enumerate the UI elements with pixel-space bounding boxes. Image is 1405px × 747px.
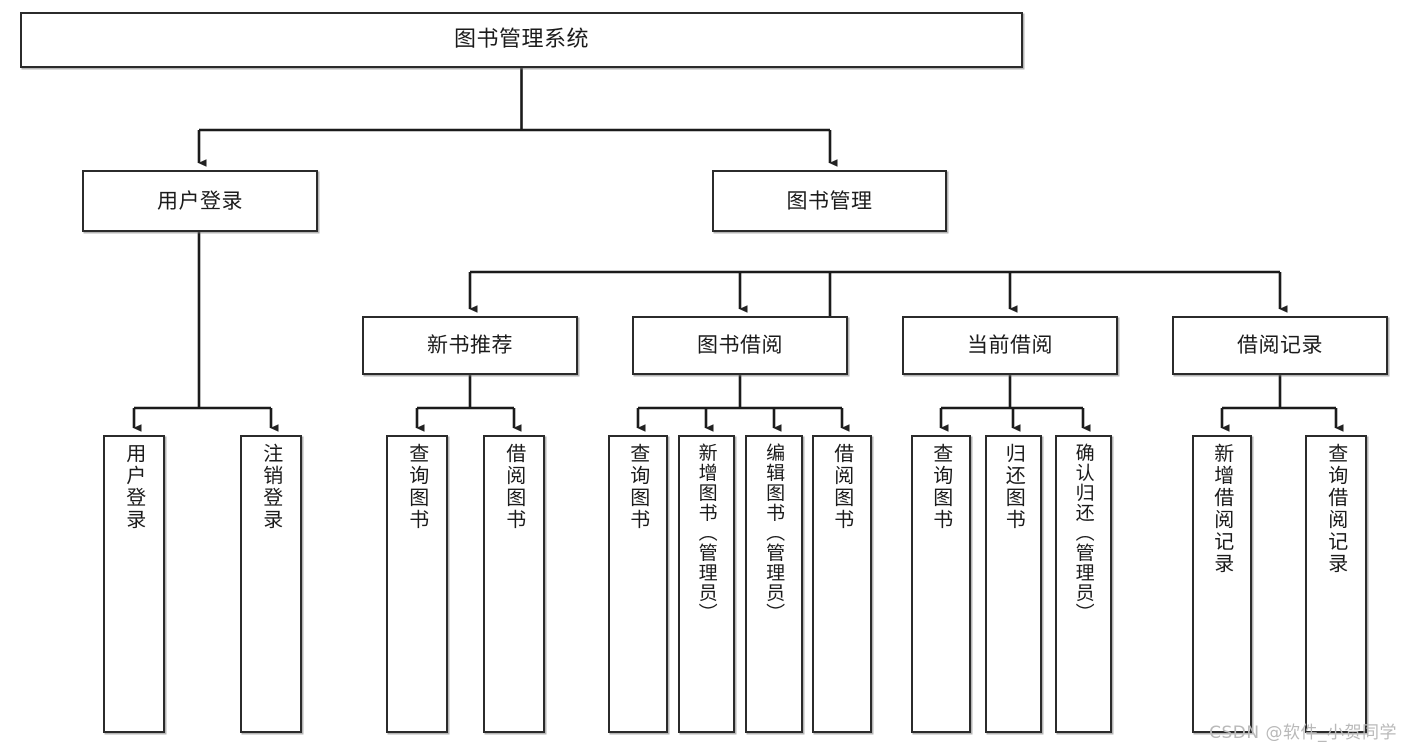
leaf-borrow-books-recommendation[interactable]: 借阅图书 xyxy=(483,435,545,733)
node-user-login[interactable]: 用户登录 xyxy=(82,170,318,232)
node-label: 查询图书 xyxy=(405,443,430,531)
node-label: 新增图书（管理员） xyxy=(695,443,718,623)
node-label: 查询图书 xyxy=(626,443,651,531)
node-label: 新增借阅记录 xyxy=(1210,443,1235,575)
leaf-user-login[interactable]: 用户登录 xyxy=(103,435,165,733)
leaf-logout[interactable]: 注销登录 xyxy=(240,435,302,733)
node-borrowing-records[interactable]: 借阅记录 xyxy=(1172,316,1388,375)
node-label: 用户登录 xyxy=(157,188,243,213)
node-label: 借阅图书 xyxy=(830,443,855,531)
node-label: 借阅记录 xyxy=(1237,333,1323,358)
leaf-query-books-borrowing[interactable]: 查询图书 xyxy=(608,435,668,733)
node-label: 用户登录 xyxy=(122,443,147,531)
leaf-query-books-recommendation[interactable]: 查询图书 xyxy=(386,435,448,733)
node-root-book-management-system[interactable]: 图书管理系统 xyxy=(20,12,1023,68)
leaf-edit-book-admin[interactable]: 编辑图书（管理员） xyxy=(745,435,803,733)
node-label: 当前借阅 xyxy=(967,333,1053,358)
leaf-query-books-current[interactable]: 查询图书 xyxy=(911,435,971,733)
leaf-query-borrowing-record[interactable]: 查询借阅记录 xyxy=(1305,435,1367,733)
node-label: 确认归还（管理员） xyxy=(1072,443,1095,623)
leaf-add-book-admin[interactable]: 新增图书（管理员） xyxy=(678,435,735,733)
leaf-borrow-books[interactable]: 借阅图书 xyxy=(812,435,872,733)
node-book-borrowing[interactable]: 图书借阅 xyxy=(632,316,848,375)
node-label: 归还图书 xyxy=(1002,443,1027,531)
node-label: 新书推荐 xyxy=(427,333,513,358)
leaf-return-books[interactable]: 归还图书 xyxy=(985,435,1042,733)
node-new-book-recommendation[interactable]: 新书推荐 xyxy=(362,316,578,375)
node-book-management[interactable]: 图书管理 xyxy=(712,170,947,232)
node-label: 查询图书 xyxy=(929,443,954,531)
node-current-borrowing[interactable]: 当前借阅 xyxy=(902,316,1118,375)
node-label: 图书借阅 xyxy=(697,333,783,358)
node-label: 图书管理系统 xyxy=(453,27,589,53)
node-label: 图书管理 xyxy=(786,188,873,213)
node-label: 注销登录 xyxy=(259,443,284,531)
node-label: 借阅图书 xyxy=(502,443,527,531)
leaf-add-borrowing-record[interactable]: 新增借阅记录 xyxy=(1192,435,1252,733)
node-label: 编辑图书（管理员） xyxy=(763,443,786,623)
leaf-confirm-return-admin[interactable]: 确认归还（管理员） xyxy=(1055,435,1112,733)
node-label: 查询借阅记录 xyxy=(1324,443,1349,575)
